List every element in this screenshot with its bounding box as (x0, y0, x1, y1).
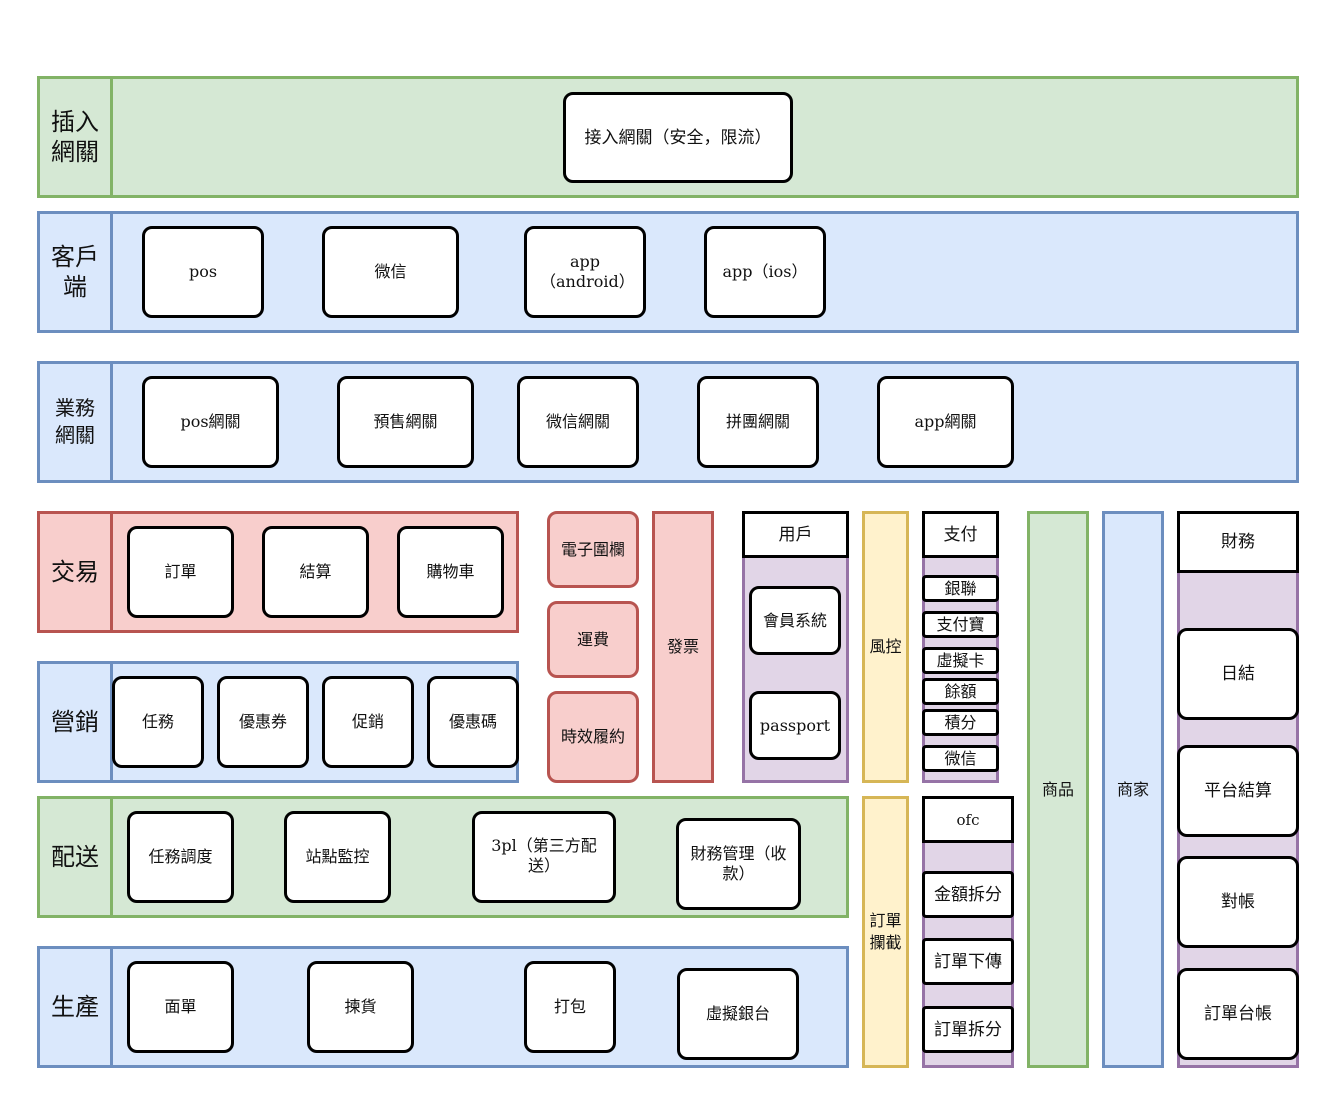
payment-header: 支付 (922, 511, 999, 558)
amount-split-box[interactable]: 金額拆分 (922, 871, 1014, 918)
goods-column[interactable]: 商品 (1027, 511, 1089, 1068)
platform-settlement-box[interactable]: 平台結算 (1177, 745, 1299, 837)
client-app-ios-box[interactable]: app（ios） (704, 226, 826, 318)
access-gateway-box[interactable]: 接入網關（安全，限流） (563, 92, 793, 183)
task-box[interactable]: 任務 (112, 676, 204, 768)
reconciliation-box[interactable]: 對帳 (1177, 856, 1299, 948)
ofc-header: ofc (922, 796, 1014, 843)
virtual-card-box[interactable]: 虛擬卡 (922, 647, 999, 674)
passport-box[interactable]: passport (749, 691, 841, 760)
client-wechat-box[interactable]: 微信 (322, 226, 459, 318)
packing-box[interactable]: 打包 (524, 961, 616, 1053)
access-gateway-label: 插入網關 (40, 79, 113, 195)
client-app-android-box[interactable]: app（android） (524, 226, 646, 318)
presale-gateway-box[interactable]: 預售網關 (337, 376, 474, 468)
invoice-column[interactable]: 發票 (652, 511, 714, 783)
user-header: 用戶 (742, 511, 849, 558)
site-monitoring-box[interactable]: 站點監控 (284, 811, 391, 903)
member-system-box[interactable]: 會員系統 (749, 586, 841, 655)
promotion-box[interactable]: 促銷 (322, 676, 414, 768)
pos-gateway-box[interactable]: pos網關 (142, 376, 279, 468)
third-party-logistics-box[interactable]: 3pl（第三方配送） (472, 811, 616, 903)
business-gateway-label: 業務網關 (40, 364, 113, 480)
finance-header: 財務 (1177, 511, 1299, 573)
daily-settlement-box[interactable]: 日結 (1177, 628, 1299, 720)
client-label: 客戶端 (40, 214, 113, 330)
alipay-box[interactable]: 支付寶 (922, 611, 999, 638)
order-split-box[interactable]: 訂單拆分 (922, 1006, 1014, 1053)
wechat-gateway-box[interactable]: 微信網關 (517, 376, 639, 468)
client-pos-box[interactable]: pos (142, 226, 264, 318)
task-scheduling-box[interactable]: 任務調度 (127, 811, 234, 903)
order-dispatch-box[interactable]: 訂單下傳 (922, 938, 1014, 985)
balance-box[interactable]: 餘額 (922, 678, 999, 705)
cart-box[interactable]: 購物車 (397, 526, 504, 618)
virtual-checkout-box[interactable]: 虛擬銀台 (677, 968, 799, 1060)
geofence-box[interactable]: 電子圍欄 (547, 511, 639, 588)
order-intercept-column[interactable]: 訂單攔截 (862, 796, 909, 1068)
order-ledger-box[interactable]: 訂單台帳 (1177, 968, 1299, 1060)
coupon-box[interactable]: 優惠券 (217, 676, 309, 768)
risk-control-column[interactable]: 風控 (862, 511, 909, 783)
unionpay-box[interactable]: 銀聯 (922, 575, 999, 602)
picking-box[interactable]: 揀貨 (307, 961, 414, 1053)
settlement-box[interactable]: 結算 (262, 526, 369, 618)
order-box[interactable]: 訂單 (127, 526, 234, 618)
merchant-column[interactable]: 商家 (1102, 511, 1164, 1068)
waybill-box[interactable]: 面單 (127, 961, 234, 1053)
group-buy-gateway-box[interactable]: 拼團網關 (697, 376, 819, 468)
production-label: 生產 (40, 949, 113, 1065)
points-box[interactable]: 積分 (922, 709, 999, 736)
finance-management-box[interactable]: 財務管理（收款） (676, 818, 801, 910)
wechat-pay-box[interactable]: 微信 (922, 745, 999, 772)
marketing-label: 營銷 (40, 664, 113, 780)
app-gateway-box[interactable]: app網關 (877, 376, 1014, 468)
timely-fulfillment-box[interactable]: 時效履約 (547, 691, 639, 783)
trade-label: 交易 (40, 514, 113, 630)
freight-box[interactable]: 運費 (547, 601, 639, 678)
promo-code-box[interactable]: 優惠碼 (427, 676, 519, 768)
delivery-label: 配送 (40, 799, 113, 915)
